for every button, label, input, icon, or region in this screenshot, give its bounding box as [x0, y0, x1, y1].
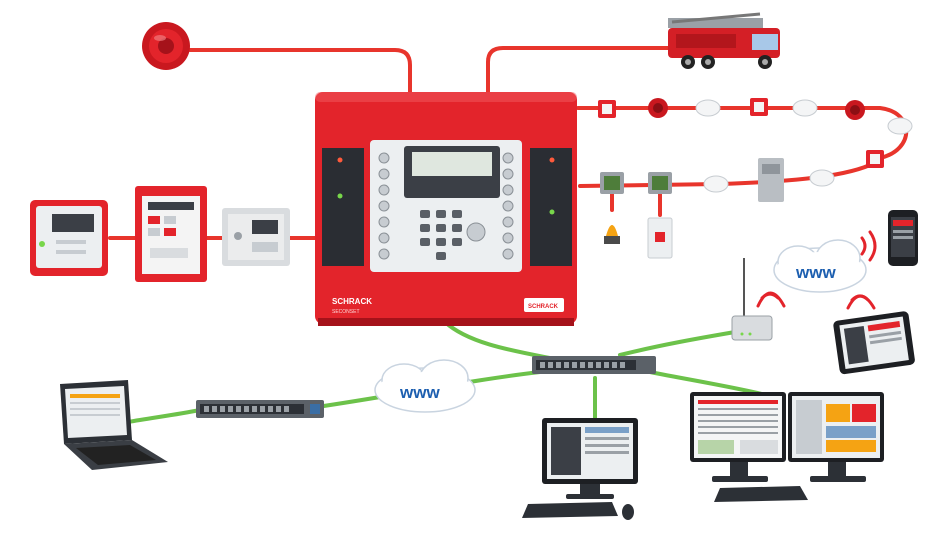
laptop-icon	[60, 380, 168, 470]
panel-left-strip	[322, 148, 364, 266]
network-switch-left-icon	[196, 400, 324, 418]
tablet-icon	[833, 311, 915, 375]
repeater-panel-icon	[30, 200, 108, 276]
panel-right-strip	[530, 148, 572, 266]
router-icon	[731, 258, 773, 341]
io-module-icon	[600, 172, 624, 194]
cable-io-modules	[610, 190, 662, 217]
panel-logo-badge	[524, 298, 564, 312]
cloud-center-label: www	[399, 383, 440, 402]
fire-truck-icon	[668, 12, 780, 69]
cable-left-switch-to-laptop	[126, 408, 202, 424]
panel-brand: SCHRACK	[332, 297, 372, 306]
network-switch-icon	[532, 356, 656, 374]
smoke-detector-icon	[809, 169, 835, 187]
panel-keypad	[420, 210, 486, 260]
cable-firetruck	[486, 46, 670, 94]
beacon-icon	[604, 225, 620, 244]
panel-leds	[337, 157, 555, 215]
detector-loop-devices	[598, 98, 913, 259]
keyboard-icon	[522, 502, 618, 518]
manual-call-point-icon	[866, 150, 884, 168]
smoke-detector-icon	[695, 99, 721, 117]
smoke-detector-icon	[792, 99, 818, 117]
wireless-signal-icons	[756, 230, 877, 310]
io-module-icon	[648, 172, 672, 194]
manual-call-point-icon	[750, 98, 768, 116]
panel-button-columns	[378, 152, 514, 260]
cloud-top-right-icon: www	[773, 239, 867, 293]
cloud-center-icon: www	[374, 359, 476, 413]
cloud-top-right-label: www	[795, 263, 836, 282]
panel-logo-text: SCHRACK	[528, 304, 559, 310]
sounder-icon	[648, 98, 668, 118]
fire-brigade-panel-icon	[135, 186, 207, 282]
fire-control-panel: SCHRACK SECONSET SCHRACK	[315, 92, 577, 326]
key-depot-icon	[222, 208, 290, 266]
siren-icon	[142, 22, 190, 70]
dual-monitor-icon	[690, 392, 884, 502]
switch-plate-icon	[647, 217, 673, 259]
panel-subtitle: SECONSET	[332, 309, 360, 315]
smartphone-icon	[888, 210, 918, 266]
cable-switch-to-router	[618, 330, 737, 357]
manual-call-point-icon	[598, 100, 616, 118]
mouse-icon	[622, 504, 634, 520]
desktop-monitor-icon	[542, 418, 638, 499]
smoke-detector-icon	[887, 117, 913, 135]
panel-lcd	[412, 152, 492, 176]
smoke-detector-icon	[703, 175, 729, 193]
aspirating-detector-icon	[758, 158, 784, 202]
cable-siren	[188, 48, 412, 94]
cable-panel-to-switch	[443, 320, 562, 362]
sounder-icon	[845, 100, 865, 120]
